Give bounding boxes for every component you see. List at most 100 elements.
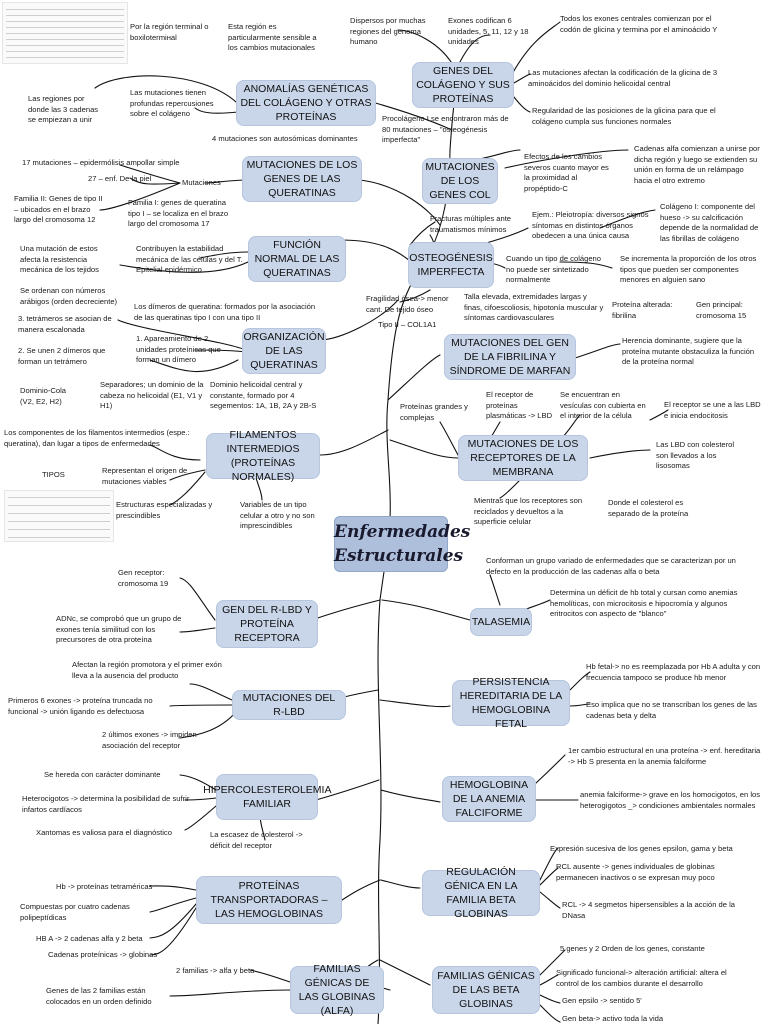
note: Gen epsilo -> sentido 5': [562, 996, 642, 1005]
node-fam-beta[interactable]: Familias génicas de las beta globinas: [432, 966, 540, 1014]
note: Familia II: Genes de tipo II – ubicados …: [14, 194, 103, 224]
note: Cuando un tipo de colágeno no puede ser …: [506, 254, 601, 284]
node-receptores[interactable]: Mutaciones de los receptores de la membr…: [458, 435, 588, 481]
note: Mientras que los receptores son reciclad…: [474, 496, 583, 526]
note: 2. Se unen 2 dímeros que forman un tetrá…: [18, 346, 106, 366]
note: Representan el origen de mutaciones viab…: [102, 466, 188, 486]
note: Hb -> proteínas tetraméricas: [56, 882, 153, 891]
note: Fracturas múltiples ante traumatismos mí…: [430, 214, 512, 234]
node-transportadoras[interactable]: Proteínas transportadoras – las hemoglob…: [196, 876, 342, 924]
note: Las mutaciones afectan la codificación d…: [528, 68, 718, 88]
node-hipercol[interactable]: Hipercolesterolemia familiar: [203, 774, 331, 820]
central-topic-line1: Enfermedades: [334, 522, 471, 542]
note: Genes de las 2 familias están colocados …: [46, 986, 152, 1006]
node-mut-rlbd[interactable]: Mutaciones del R-LBD: [232, 690, 346, 720]
note: Afectan la región promotora y el primer …: [72, 660, 222, 680]
note: RCL -> 4 segmetos hipersensibles a la ac…: [562, 900, 735, 920]
node-organizacion[interactable]: Organización de las queratinas: [242, 328, 326, 374]
note: ADNc, se comprobó que un grupo de exones…: [56, 614, 182, 644]
node-falciforme[interactable]: Hemoglobina de la anemia falciforme: [442, 776, 536, 822]
note: Se incrementa la proporción de los otros…: [620, 254, 757, 284]
note: 2 últimos exones -> impiden asociación d…: [102, 730, 197, 750]
note: Las LBD con colesterol son llevados a lo…: [656, 440, 735, 470]
central-topic-line2: Estructurales: [334, 546, 464, 566]
note: Fragilidad ósea-> menor cant. De tejido …: [366, 294, 449, 314]
note: 1. Apareamiento de 2 unidades proteínica…: [136, 334, 221, 364]
note: Xantomas es valiosa para el diagnóstico: [36, 828, 172, 837]
note: Primeros 6 exones -> proteína truncada n…: [8, 696, 153, 716]
note: Conforman un grupo variado de enfermedad…: [486, 556, 736, 576]
note: Los dímeros de queratina: formados por l…: [134, 302, 316, 322]
node-funcion-queratinas[interactable]: Función normal de las queratinas: [248, 236, 346, 282]
note: Dispersos por muchas regiones del genoma…: [350, 16, 426, 46]
node-talasemia[interactable]: Talasemia: [470, 608, 532, 636]
note: Herencia dominante, sugiere que la prote…: [622, 336, 755, 366]
note: Dominio helicoidal central y constante, …: [210, 380, 317, 410]
note: Por la región terminal o boxilotermінal: [130, 22, 209, 42]
note: Se hereda con carácter dominante: [44, 770, 161, 779]
note: Familia I: genes de queratina tipo I – s…: [128, 198, 229, 228]
note: Se encuentran en vesículas con cubierta …: [560, 390, 646, 420]
note: Gen beta-> activo toda la vida: [562, 1014, 664, 1023]
note: Mutaciones: [182, 178, 221, 187]
note: Proteína alterada: fibrilina: [612, 300, 673, 320]
node-anomalias[interactable]: Anomalías genéticas del colágeno y otras…: [236, 80, 376, 126]
node-filamentos[interactable]: Filamentos intermedios (proteínas normal…: [206, 429, 320, 483]
note: 17 mutaciones – epidermólisis ampollar s…: [22, 158, 180, 167]
note: HB A -> 2 cadenas alfa y 2 beta: [36, 934, 143, 943]
note: 27 – enf. De la piel: [88, 174, 152, 183]
node-regulacion[interactable]: Regulación génica en la familia beta glo…: [422, 866, 540, 920]
note: Exones codifican 6 unidades, 5, 11, 12 y…: [448, 16, 529, 46]
note: 1er cambio estructural en una proteína -…: [568, 746, 761, 766]
note: Tipo II – COL1A1: [378, 320, 437, 329]
note: Procolágeno I se encontraron más de 80 m…: [382, 114, 509, 144]
note: Significado funcional-> alteración artif…: [556, 968, 727, 988]
note: TIPOS: [42, 470, 65, 479]
table-thumbnail-top: [2, 2, 128, 64]
note: Gen principal: cromosoma 15: [696, 300, 747, 320]
note: Hb fetal-> no es reemplazada por Hb A ad…: [586, 662, 761, 682]
note: Separadores; un dominio de la cabeza no …: [100, 380, 204, 410]
note: La escasez de colesterol -> déficit del …: [210, 830, 303, 850]
note: Ejem.: Pleiotropía: diversos signos sínt…: [532, 210, 649, 240]
note: 3. tetrámeros se asocian de manera escal…: [18, 314, 112, 334]
note: Donde el colesterol es separado de la pr…: [608, 498, 689, 518]
note: 4 mutaciones son autosómicas dominantes: [212, 134, 358, 143]
node-mut-queratinas[interactable]: Mutaciones de los genes de las queratina…: [242, 156, 362, 202]
central-topic: Enfermedades Estructurales: [334, 516, 471, 572]
note: Regularidad de las posiciones de la glic…: [532, 106, 716, 126]
note: El receptor de proteínas plasmáticas -> …: [486, 390, 553, 420]
note: Eso implica que no se transcriban los ge…: [586, 700, 757, 720]
note: Efectos de los cambios severos cuanto ma…: [524, 152, 609, 193]
note: Esta región es particularmente sensible …: [228, 22, 317, 52]
note: Dominio-Cola (V2, E2, H2): [20, 386, 67, 406]
note: Una mutación de estos afecta la resisten…: [20, 244, 99, 274]
node-fam-alfa[interactable]: Familias génicas de las globinas (alfa): [290, 963, 384, 1017]
table-thumbnail-middle: [4, 490, 114, 542]
note: 5 genes y 2 Orden de los genes, constant…: [560, 944, 705, 953]
note: El receptor se une a las LBD e inicia en…: [664, 400, 761, 420]
note: Compuestas por cuatro cadenas polipeptíd…: [20, 902, 130, 922]
note: Todos los exones centrales comienzan por…: [560, 14, 718, 34]
note: Las mutaciones tienen profundas repercus…: [130, 88, 214, 118]
note: Variables de un tipo celular a otro y no…: [240, 500, 315, 530]
node-mut-col[interactable]: Mutaciones de los genes COL: [422, 158, 498, 204]
note: Gen receptor: cromosoma 19: [118, 568, 169, 588]
note: Proteínas grandes y complejas: [400, 402, 468, 422]
note: Heterocigotos -> determina la posibilida…: [22, 794, 190, 814]
node-osteogenesis[interactable]: Osteogénesis imperfecta: [408, 242, 494, 288]
note: Cadenas proteínicas -> globinas: [48, 950, 158, 959]
node-persistencia[interactable]: Persistencia hereditaria de la hemoglobi…: [452, 676, 570, 730]
note: RCL ausente -> genes individuales de glo…: [556, 862, 715, 882]
note: 2 familias -> alfa y beta: [176, 966, 255, 975]
note: Los componentes de los filamentos interm…: [4, 428, 190, 448]
note: Expresión sucesiva de los genes epsilon,…: [550, 844, 733, 853]
note: anemia falciforme-> grave en los homocig…: [580, 790, 761, 810]
note: Talla elevada, extremidades largas y fin…: [464, 292, 604, 322]
node-genes-colageno[interactable]: Genes del colágeno y sus proteínas: [412, 62, 514, 108]
note: Las regiones por donde las 3 cadenas se …: [28, 94, 99, 124]
note: Contribuyen la estabilidad mecánica de l…: [136, 244, 243, 274]
node-fibrilina[interactable]: Mutaciones del gen de la fibrilina y sín…: [444, 334, 576, 380]
note: Estructuras especializadas y prescindibl…: [116, 500, 213, 520]
node-gen-rlbd[interactable]: Gen del R-LBD y proteína receptora: [216, 600, 318, 648]
